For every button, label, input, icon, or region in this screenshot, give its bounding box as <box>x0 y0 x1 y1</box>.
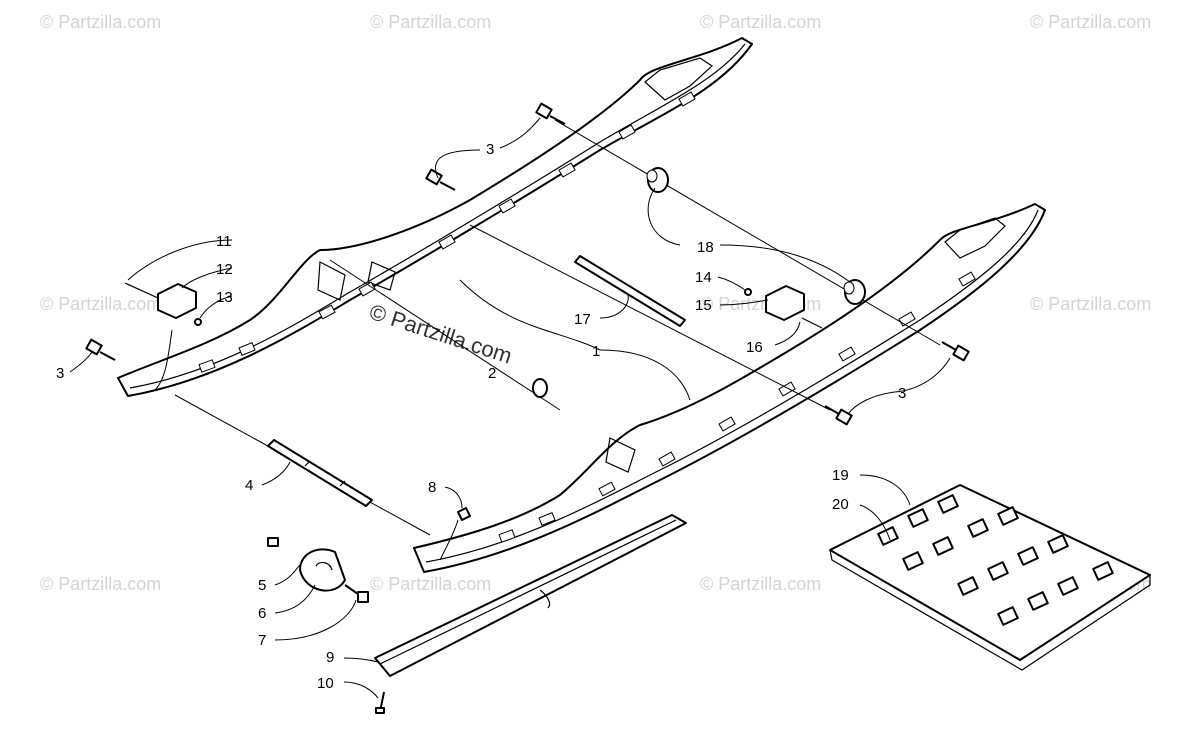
callout-18: 18 <box>697 239 714 256</box>
callout-11: 11 <box>216 233 232 250</box>
callout-8: 8 <box>428 479 436 496</box>
spacer-icon <box>532 378 548 398</box>
wheel-icon <box>299 548 346 592</box>
bolt-icon <box>85 338 116 361</box>
watermark: © Partzilla.com <box>40 12 161 32</box>
callout-10: 10 <box>317 675 334 692</box>
callout-labels: 1 2 3 3 3 4 5 6 7 8 9 10 11 12 13 14 15 … <box>56 141 906 692</box>
watermark-center: © Partzilla.com <box>366 299 515 369</box>
bolt-icon <box>425 168 456 191</box>
callout-19: 19 <box>832 467 849 484</box>
callout-16: 16 <box>746 339 763 356</box>
callout-5: 5 <box>258 577 266 594</box>
watermark: © Partzilla.com <box>700 12 821 32</box>
nut-icon <box>744 288 752 296</box>
watermark: © Partzilla.com <box>370 574 491 594</box>
callout-9: 9 <box>326 649 334 666</box>
wear-strip-icon <box>374 514 687 677</box>
nut-icon <box>267 537 279 547</box>
bushing-icon <box>843 279 866 305</box>
watermark: © Partzilla.com <box>1030 294 1151 314</box>
bolt-icon <box>824 405 853 426</box>
callout-1: 1 <box>592 343 600 360</box>
watermark: © Partzilla.com <box>700 574 821 594</box>
clip-icon <box>457 507 471 521</box>
axle-lines <box>174 119 941 536</box>
bolt-icon <box>344 584 369 603</box>
watermark: © Partzilla.com <box>40 574 161 594</box>
stopper-block-icon <box>124 282 197 319</box>
track-lugs <box>877 494 1114 626</box>
shaft-icon <box>574 255 686 327</box>
callout-15: 15 <box>695 297 712 314</box>
watermark: © Partzilla.com <box>370 12 491 32</box>
stopper-block-icon <box>765 285 823 329</box>
rail-left <box>117 37 753 397</box>
callout-13: 13 <box>216 289 233 306</box>
callout-4: 4 <box>245 477 253 494</box>
callout-12: 12 <box>216 261 233 278</box>
callout-3: 3 <box>486 141 494 158</box>
callout-6: 6 <box>258 605 266 622</box>
callout-17: 17 <box>574 311 591 328</box>
watermark: © Partzilla.com <box>1030 12 1151 32</box>
callout-20: 20 <box>832 496 849 513</box>
callout-3: 3 <box>898 385 906 402</box>
bushing-icon <box>646 167 669 193</box>
axle-shaft-icon <box>267 439 373 507</box>
screw-icon <box>375 691 385 714</box>
callout-7: 7 <box>258 632 266 649</box>
callout-14: 14 <box>695 269 712 286</box>
rail-left-slots <box>198 91 696 373</box>
bolt-icon <box>535 102 566 125</box>
nut-icon <box>194 318 202 326</box>
bolt-icon <box>941 341 970 362</box>
callout-2: 2 <box>488 365 496 382</box>
callout-3: 3 <box>56 365 64 382</box>
watermark: © Partzilla.com <box>40 294 161 314</box>
track-section-icon <box>829 484 1151 671</box>
rail-right <box>413 203 1046 573</box>
leader-lines <box>69 117 951 699</box>
